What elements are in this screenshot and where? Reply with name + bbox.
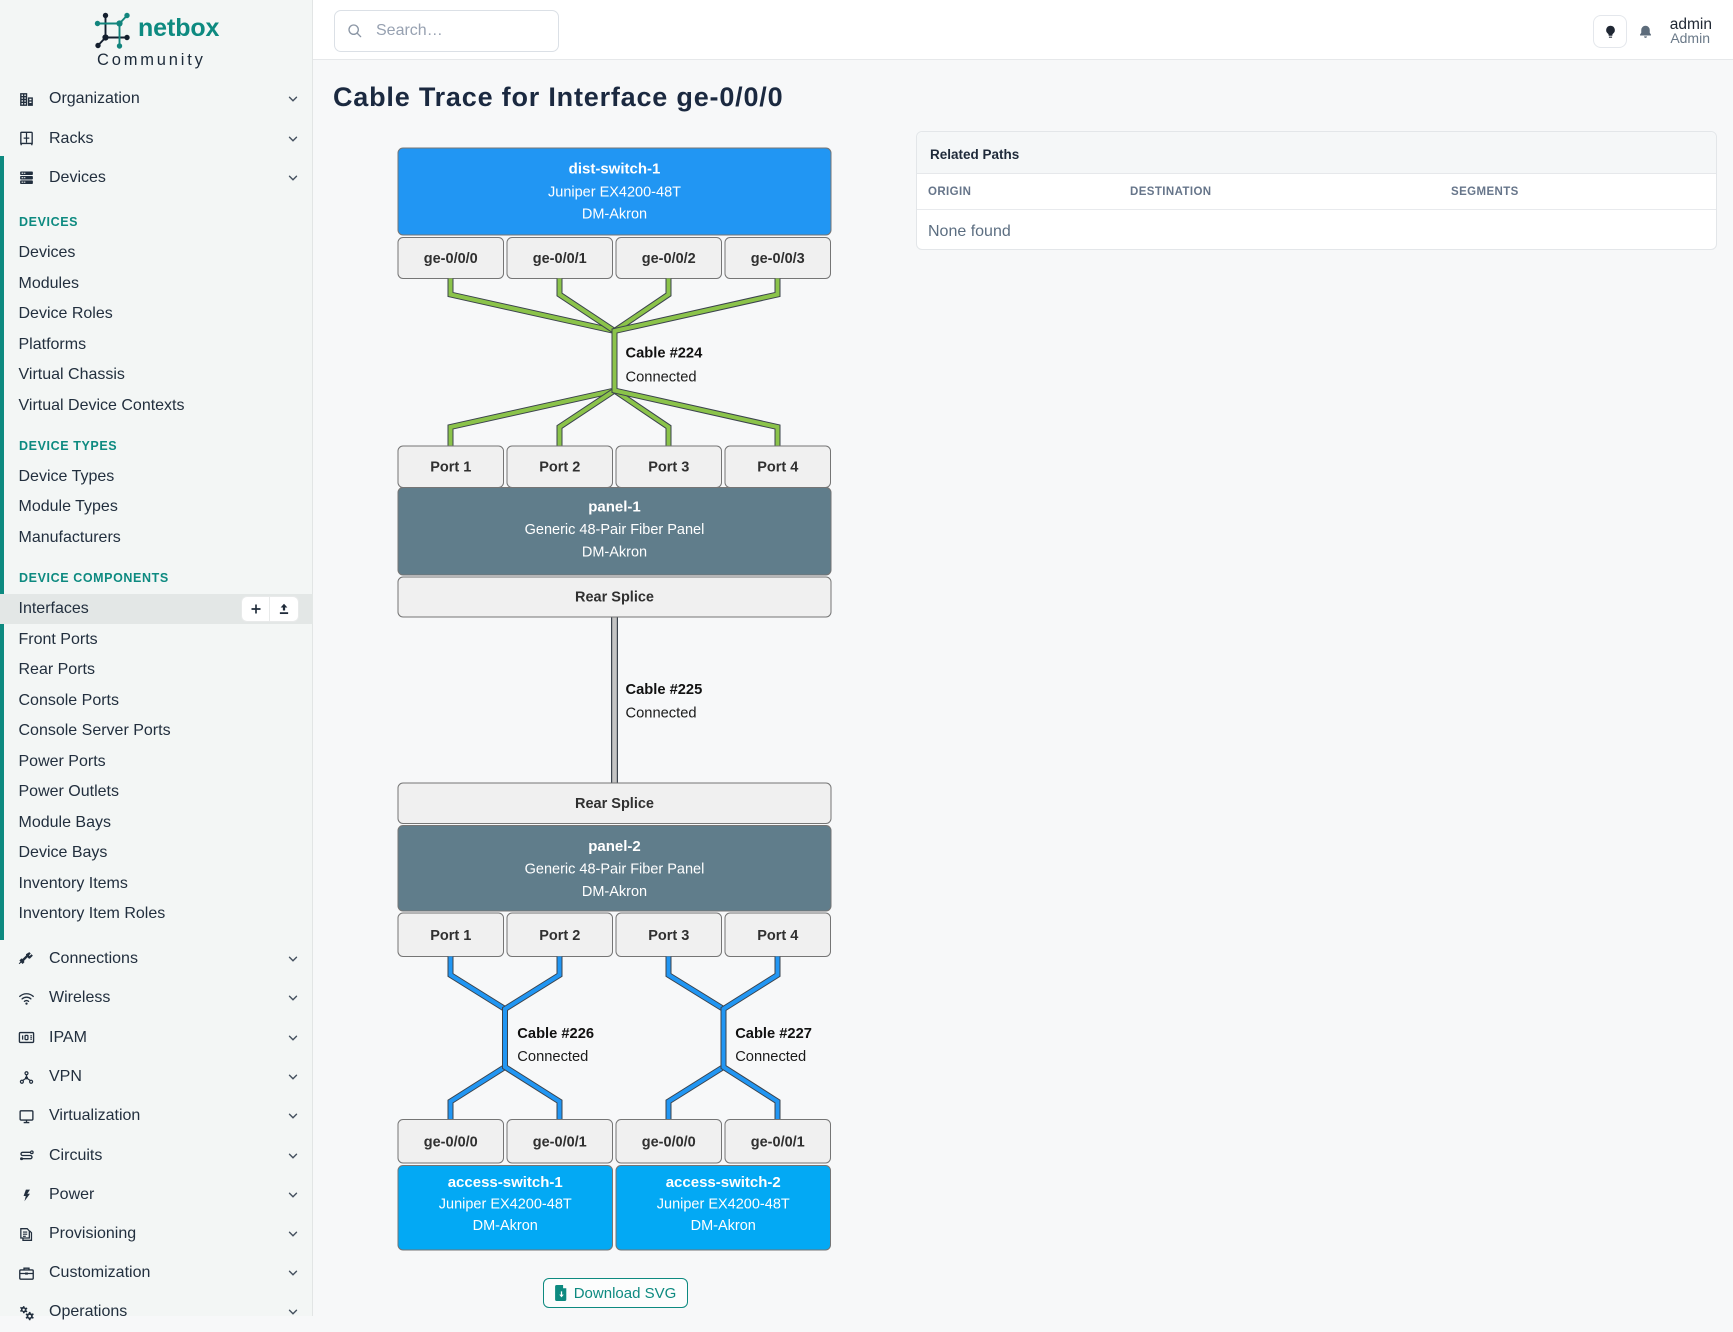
svg-text:Connected: Connected <box>517 1049 588 1065</box>
svg-text:Connected: Connected <box>735 1049 806 1065</box>
svg-text:Juniper EX4200-48T: Juniper EX4200-48T <box>657 1197 790 1213</box>
svg-text:Connected: Connected <box>626 370 697 386</box>
svg-text:DM-Akron: DM-Akron <box>691 1218 756 1234</box>
svg-text:access-switch-1: access-switch-1 <box>448 1174 563 1191</box>
svg-text:Rear Splice: Rear Splice <box>575 796 654 812</box>
svg-text:Port 1: Port 1 <box>430 928 471 944</box>
svg-text:Juniper EX4200-48T: Juniper EX4200-48T <box>439 1197 572 1213</box>
svg-text:ge-0/0/2: ge-0/0/2 <box>642 251 696 267</box>
svg-text:Juniper EX4200-48T: Juniper EX4200-48T <box>548 185 681 201</box>
svg-text:Cable #225: Cable #225 <box>626 682 703 698</box>
svg-text:Cable #227: Cable #227 <box>735 1026 812 1042</box>
svg-text:Generic 48-Pair Fiber Panel: Generic 48-Pair Fiber Panel <box>525 522 705 538</box>
svg-text:ge-0/0/1: ge-0/0/1 <box>751 1135 805 1151</box>
svg-text:ge-0/0/3: ge-0/0/3 <box>751 251 805 267</box>
svg-text:DM-Akron: DM-Akron <box>582 884 647 900</box>
svg-text:Generic 48-Pair Fiber Panel: Generic 48-Pair Fiber Panel <box>525 862 705 878</box>
svg-text:Port 3: Port 3 <box>648 460 689 476</box>
svg-text:ge-0/0/0: ge-0/0/0 <box>424 251 478 267</box>
svg-text:Port 3: Port 3 <box>648 928 689 944</box>
svg-text:DM-Akron: DM-Akron <box>582 207 647 223</box>
svg-text:panel-1: panel-1 <box>588 499 641 516</box>
svg-text:DM-Akron: DM-Akron <box>473 1218 538 1234</box>
svg-text:Rear Splice: Rear Splice <box>575 590 654 606</box>
svg-text:Connected: Connected <box>626 706 697 722</box>
svg-text:ge-0/0/0: ge-0/0/0 <box>424 1135 478 1151</box>
svg-text:dist-switch-1: dist-switch-1 <box>569 161 661 178</box>
svg-text:panel-2: panel-2 <box>588 838 641 855</box>
svg-text:ge-0/0/0: ge-0/0/0 <box>642 1135 696 1151</box>
svg-text:Port 2: Port 2 <box>539 928 580 944</box>
svg-text:Cable #224: Cable #224 <box>626 346 704 362</box>
svg-text:ge-0/0/1: ge-0/0/1 <box>533 1135 587 1151</box>
svg-text:Port 1: Port 1 <box>430 460 471 476</box>
svg-text:Port 2: Port 2 <box>539 460 580 476</box>
svg-text:ge-0/0/1: ge-0/0/1 <box>533 251 587 267</box>
svg-text:access-switch-2: access-switch-2 <box>666 1174 781 1191</box>
svg-text:DM-Akron: DM-Akron <box>582 545 647 561</box>
svg-text:Cable #226: Cable #226 <box>517 1026 594 1042</box>
svg-text:Port 4: Port 4 <box>757 928 798 944</box>
svg-text:Port 4: Port 4 <box>757 460 798 476</box>
